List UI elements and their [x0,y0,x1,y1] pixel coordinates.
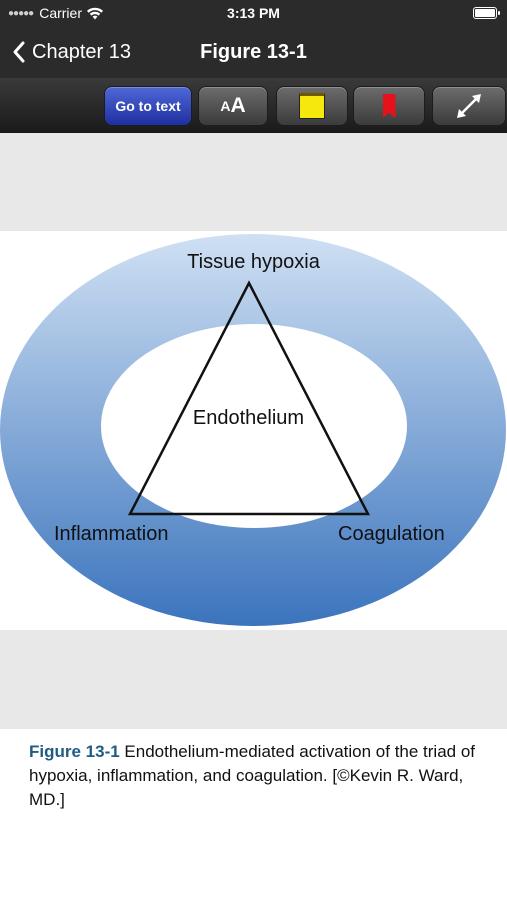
status-bar: ●●●●● Carrier 3:13 PM [0,0,507,28]
signal-icon: ●●●●● [8,7,34,19]
label-endothelium: Endothelium [192,407,305,429]
chevron-left-icon [13,41,25,63]
expand-icon [457,94,481,118]
triad-triangle [127,280,371,516]
label-inflammation: Inflammation [54,523,169,545]
inner-hole [101,324,407,528]
back-button[interactable]: Chapter 13 [12,40,131,64]
carrier-info: ●●●●● Carrier [8,5,104,21]
label-coagulation: Coagulation [338,523,445,545]
note-button[interactable] [276,86,348,126]
back-label: Chapter 13 [32,40,131,63]
figure-bottom-margin [0,630,507,729]
caption-title: Figure 13-1 [29,742,120,761]
navigation-bar: Chapter 13 Figure 13-1 [0,28,507,78]
font-small-glyph: A [220,98,231,114]
font-large-glyph: A [230,94,246,117]
figure-top-margin [0,133,507,231]
bookmark-button[interactable] [353,86,425,126]
battery-icon [473,7,500,19]
fullscreen-button[interactable] [432,86,506,126]
go-to-text-button[interactable]: Go to text [104,86,192,126]
figure-image[interactable]: Tissue hypoxia Endothelium Inflammation … [0,231,507,630]
sticky-note-icon [299,93,325,119]
bookmark-icon [382,94,396,118]
figure-diagram [0,234,506,626]
figure-caption: Figure 13-1 Endothelium-mediated activat… [29,740,489,812]
wifi-icon [86,7,103,19]
label-tissue-hypoxia: Tissue hypoxia [187,251,320,273]
page-title: Figure 13-1 [200,41,307,63]
carrier-name: Carrier [39,5,82,21]
caption-text: Endothelium-mediated activation of the t… [29,742,476,809]
status-time: 3:13 PM [227,5,280,21]
